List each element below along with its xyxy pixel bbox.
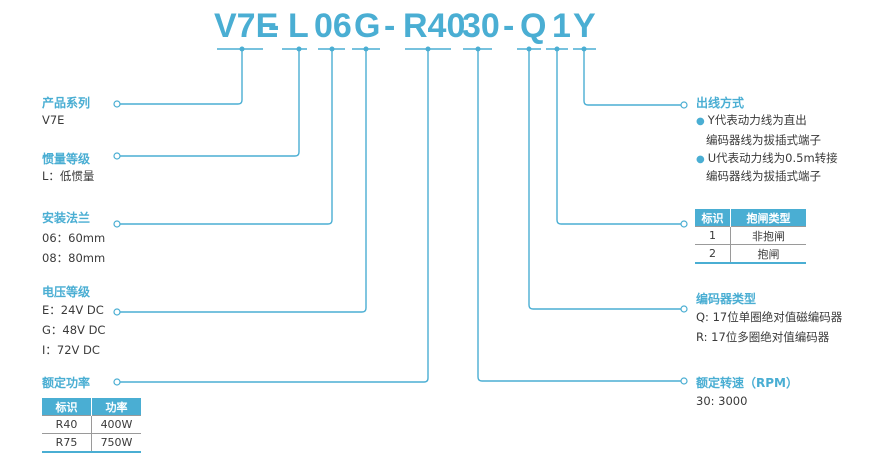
tick-dot xyxy=(554,46,560,52)
outlet-bullet-text: Y代表动力线为直出 xyxy=(707,113,807,127)
encoder-title: 编码器类型 xyxy=(696,292,757,306)
tick-dot xyxy=(581,46,587,52)
bullet-icon: ● xyxy=(696,116,705,127)
outlet-bullet-cont: 编码器线为拔插式端子 xyxy=(706,133,821,147)
encoder-value: R: 17位多圈绝对值编码器 xyxy=(696,330,830,344)
tick-dot xyxy=(363,46,369,52)
endpoint-circle xyxy=(680,305,688,313)
code-dash: - xyxy=(503,7,515,45)
table-header: 标识 xyxy=(695,209,731,227)
endpoint-circle xyxy=(680,101,688,109)
table-cell: 非抱闸 xyxy=(730,226,806,245)
endpoint-circle xyxy=(113,308,121,316)
table-cell: 抱闸 xyxy=(730,244,806,263)
table-row: 1 非抱闸 xyxy=(695,226,806,245)
connector-flange xyxy=(120,49,333,225)
connector-encoder xyxy=(528,49,681,310)
flange-title: 安装法兰 xyxy=(42,211,91,225)
table-cell: R75 xyxy=(42,433,92,452)
tick-dot xyxy=(239,46,245,52)
code-speed: 30 xyxy=(462,7,500,45)
tick-dot xyxy=(475,46,481,52)
tick-dot xyxy=(526,46,532,52)
code-flange: 06 xyxy=(314,7,352,45)
endpoint-circle xyxy=(113,220,121,228)
connector-power xyxy=(120,49,429,383)
flange-value: 06：60mm xyxy=(42,231,106,245)
inertia-value: L：低惯量 xyxy=(42,169,95,183)
connector-inertia xyxy=(120,49,300,157)
connector-brake xyxy=(556,49,681,225)
connector-voltage xyxy=(120,49,367,313)
table-cell: 1 xyxy=(695,226,731,245)
series-value: V7E xyxy=(42,113,65,127)
bullet-icon: ● xyxy=(696,154,705,165)
code-voltage: G xyxy=(354,7,381,45)
code-power: R40 xyxy=(403,7,466,45)
outlet-bullet: ●U代表动力线为0.5m转接 xyxy=(696,148,838,170)
table-cell: 2 xyxy=(695,244,731,263)
tick-dot xyxy=(296,46,302,52)
endpoint-circle xyxy=(680,220,688,228)
endpoint-circle xyxy=(113,100,121,108)
code-dash: - xyxy=(384,7,396,45)
tick-dot xyxy=(329,46,335,52)
code-outlet: Y xyxy=(573,7,596,45)
speed-title: 额定转速（RPM） xyxy=(696,376,798,390)
outlet-bullet: ●Y代表动力线为直出 xyxy=(696,110,807,132)
endpoint-circle xyxy=(113,152,121,160)
series-title: 产品系列 xyxy=(42,96,91,110)
code-dash: - xyxy=(268,7,280,45)
table-header: 抱闸类型 xyxy=(730,209,806,227)
table-row: R75 750W xyxy=(42,433,141,452)
power-table: 标识 功率 R40 400W R75 750W xyxy=(42,398,141,453)
brake-table: 标识 抱闸类型 1 非抱闸 2 抱闸 xyxy=(695,209,806,264)
outlet-bullet-text: U代表动力线为0.5m转接 xyxy=(707,151,838,165)
table-row: R40 400W xyxy=(42,415,141,434)
code-brake: 1 xyxy=(552,7,571,45)
table-header: 标识 xyxy=(42,398,92,416)
code-encoder: Q xyxy=(520,7,547,45)
speed-value: 30: 3000 xyxy=(696,394,748,408)
code-series: V7E xyxy=(214,7,279,45)
voltage-value: I：72V DC xyxy=(42,343,100,357)
voltage-value: E：24V DC xyxy=(42,303,104,317)
table-cell: 400W xyxy=(91,415,141,434)
inertia-title: 惯量等级 xyxy=(42,152,91,166)
table-cell: R40 xyxy=(42,415,92,434)
table-cell: 750W xyxy=(91,433,141,452)
connector-outlet xyxy=(583,49,681,106)
endpoint-circle xyxy=(680,377,688,385)
power-title: 额定功率 xyxy=(42,376,91,390)
voltage-value: G：48V DC xyxy=(42,323,106,337)
voltage-title: 电压等级 xyxy=(42,285,91,299)
tick-dot xyxy=(425,46,431,52)
code-inertia: L xyxy=(288,7,309,45)
endpoint-circle xyxy=(113,378,121,386)
connector-series xyxy=(120,49,243,105)
connector-speed xyxy=(477,49,681,382)
model-code: V7E - L 06 G - R40 30 - Q 1 Y xyxy=(0,4,895,48)
outlet-title: 出线方式 xyxy=(696,96,745,110)
outlet-bullet-cont: 编码器线为拔插式端子 xyxy=(706,169,821,183)
encoder-value: Q: 17位单圈绝对值磁编码器 xyxy=(696,310,843,324)
table-header: 功率 xyxy=(91,398,141,416)
table-row: 2 抱闸 xyxy=(695,244,806,263)
flange-value: 08：80mm xyxy=(42,251,106,265)
